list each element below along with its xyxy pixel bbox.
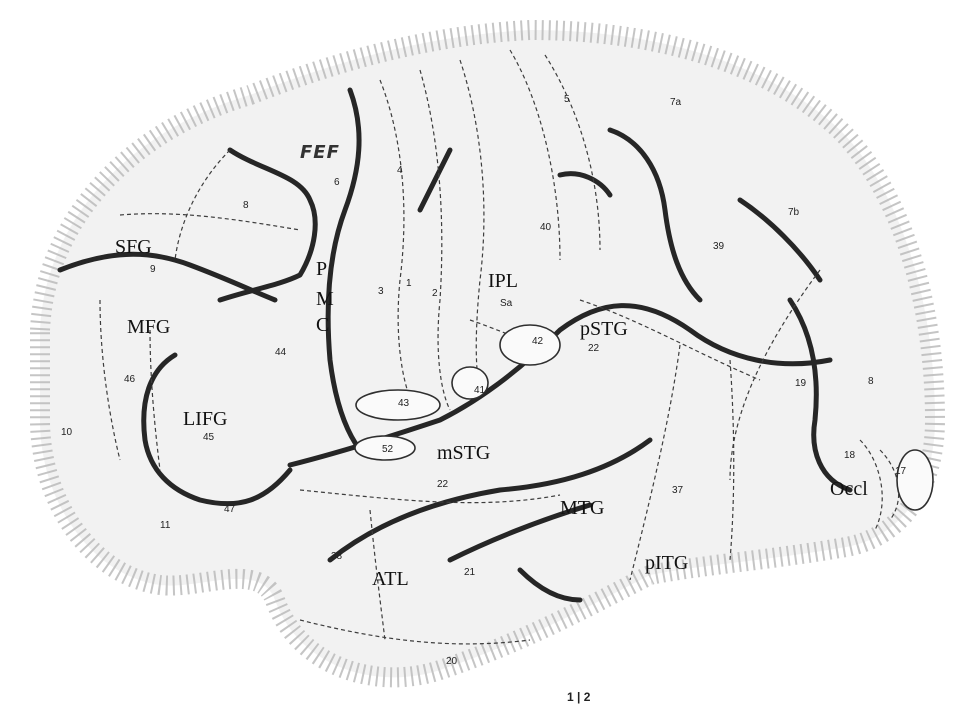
- label-pmc-m: M: [316, 288, 334, 311]
- area-7b: 7b: [788, 207, 799, 218]
- label-mtg: MTG: [560, 497, 604, 520]
- label-fef: FEF: [300, 142, 340, 163]
- label-ipl: IPL: [488, 270, 518, 293]
- area-10: 10: [61, 427, 72, 438]
- area-37: 37: [672, 485, 683, 496]
- label-pstg: pSTG: [580, 318, 628, 341]
- area-6: 6: [334, 177, 340, 188]
- label-pitg: pITG: [645, 552, 688, 575]
- label-occl: Occl: [830, 478, 868, 501]
- area-8: 8: [243, 200, 249, 211]
- label-lifg: LIFG: [183, 408, 227, 431]
- footer-mark: 1 | 2: [567, 690, 590, 704]
- label-pmc-p: P: [316, 258, 327, 281]
- area-52: 52: [382, 444, 393, 455]
- area-9: 9: [150, 264, 156, 275]
- label-mfg: MFG: [127, 316, 170, 339]
- area-20: 20: [446, 656, 457, 667]
- area-2: 2: [432, 288, 438, 299]
- area-4: 4: [397, 165, 403, 176]
- area-22-upper: 22: [588, 343, 599, 354]
- area-sa: Sa: [500, 298, 512, 309]
- area-11: 11: [160, 520, 170, 531]
- label-mstg: mSTG: [437, 442, 490, 465]
- area-7a: 7a: [670, 97, 681, 108]
- area-17: 17: [895, 466, 906, 477]
- area-38: 38: [331, 551, 342, 562]
- label-atl: ATL: [372, 568, 409, 591]
- area-21: 21: [464, 567, 475, 578]
- area-40: 40: [540, 222, 551, 233]
- area-43: 43: [398, 398, 409, 409]
- area-42: 42: [532, 336, 543, 347]
- label-pmc-c: C: [316, 314, 329, 337]
- area-44: 44: [275, 347, 286, 358]
- area-45: 45: [203, 432, 214, 443]
- area-47: 47: [224, 504, 235, 515]
- area-18: 18: [844, 450, 855, 461]
- area-8b: 8: [868, 376, 874, 387]
- area-19: 19: [795, 378, 806, 389]
- area-22-lower: 22: [437, 479, 448, 490]
- area-3: 3: [378, 286, 384, 297]
- area-5: 5: [564, 94, 570, 105]
- area-39: 39: [713, 241, 724, 252]
- label-sfg: SFG: [115, 236, 152, 259]
- area-46: 46: [124, 374, 135, 385]
- area-1: 1: [406, 278, 412, 289]
- area-41: 41: [474, 385, 485, 396]
